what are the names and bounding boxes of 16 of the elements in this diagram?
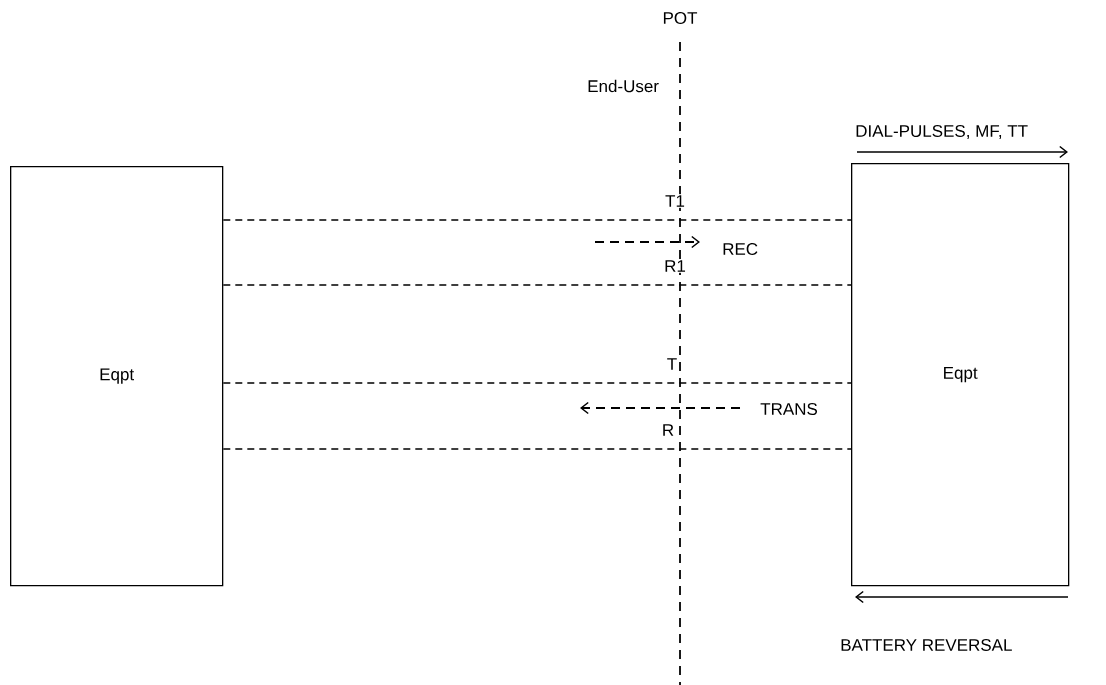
signal-line: [222, 448, 852, 450]
label: DIAL-PULSES, MF, TT: [856, 124, 1028, 140]
label: End-User: [588, 79, 659, 93]
label: REC: [723, 243, 758, 255]
edge-label: T: [665, 357, 679, 371]
label: TRANS: [760, 403, 818, 415]
signal-line: [222, 382, 852, 384]
signal-line: [222, 284, 852, 286]
label: BATTERY REVERSAL: [841, 638, 1012, 651]
label: POT: [663, 12, 698, 24]
edge-label: T1: [664, 194, 686, 208]
edge-label: R1: [663, 259, 687, 273]
equipment-box: Eqpt: [851, 163, 1070, 587]
equipment-box: Eqpt: [10, 166, 224, 587]
edge-label: R: [660, 423, 676, 437]
signal-line: [222, 219, 852, 221]
